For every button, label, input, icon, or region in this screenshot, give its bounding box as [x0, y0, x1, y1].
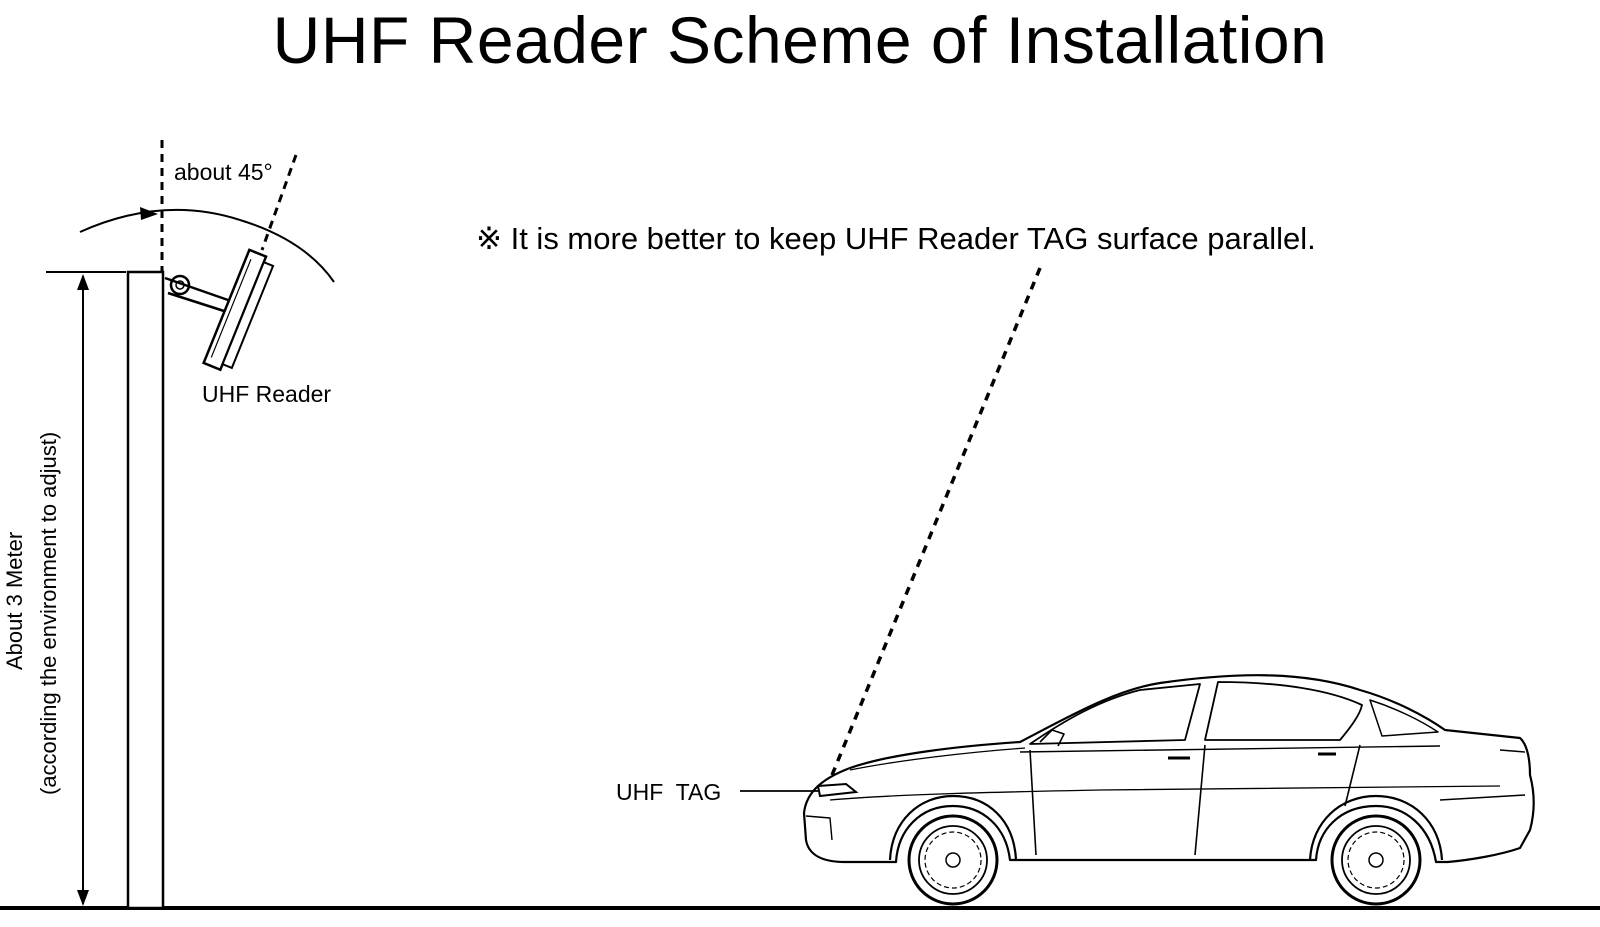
car — [802, 674, 1535, 906]
height-label-line2: (according the environment to adjust) — [36, 432, 61, 795]
reader-tilt-line — [260, 154, 298, 251]
note-text: ※ It is more better to keep UHF Reader T… — [476, 221, 1316, 256]
reader-label: UHF Reader — [202, 381, 331, 407]
signal-line — [828, 267, 1042, 781]
angle-arc — [79, 207, 335, 283]
tag-label: UHF TAG — [616, 779, 721, 805]
diagram-title: UHF Reader Scheme of Installation — [272, 3, 1328, 77]
height-dimension — [46, 271, 126, 906]
uhf-reader-device — [164, 248, 275, 372]
pole — [126, 270, 165, 910]
angle-label: about 45° — [174, 159, 273, 185]
uhf-tag — [816, 782, 859, 798]
height-label-line1: About 3 Meter — [2, 532, 27, 670]
